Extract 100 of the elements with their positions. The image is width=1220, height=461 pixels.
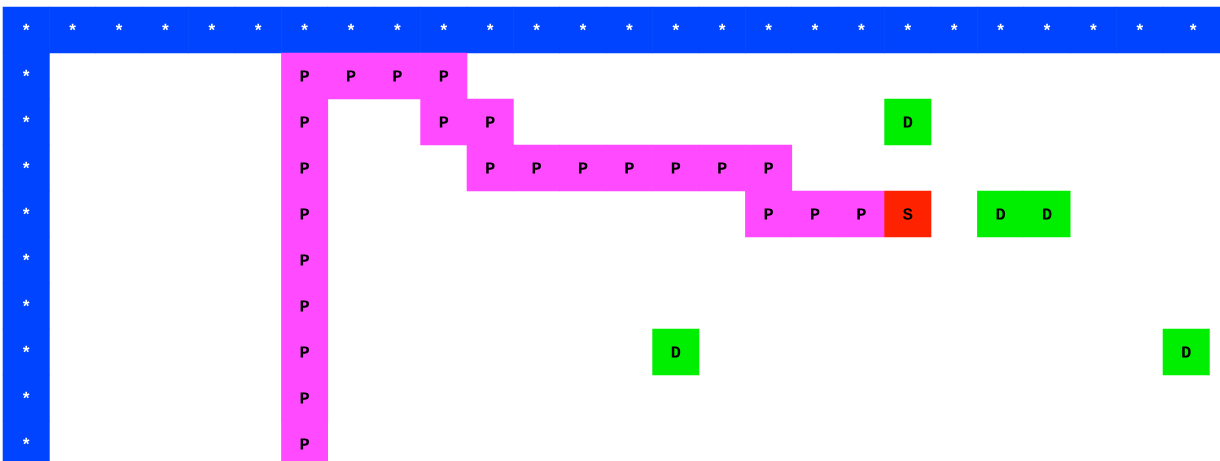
node-label: * <box>1189 23 1197 31</box>
grid-cell: * <box>977 6 1025 54</box>
grid-cell: * <box>49 6 97 54</box>
grid-cell: D <box>652 328 700 376</box>
grid-cell: * <box>837 6 885 54</box>
grid-cell: P <box>281 328 329 376</box>
grid-cell: P <box>745 144 793 192</box>
node-label: * <box>162 23 169 31</box>
grid-cell: D <box>1023 190 1071 238</box>
node-label: * <box>22 345 30 353</box>
node-label: P <box>671 162 681 174</box>
grid-cell: * <box>141 6 189 54</box>
node-label: * <box>208 23 216 31</box>
grid-cell: * <box>698 6 746 54</box>
node-label: P <box>625 162 634 174</box>
node-label: P <box>300 254 309 266</box>
node-label: * <box>765 23 772 31</box>
node-label: * <box>904 23 912 31</box>
node-label: * <box>115 23 123 31</box>
grid-cell: P <box>281 144 329 192</box>
node-label: * <box>858 23 865 31</box>
grid-cell: P <box>420 98 468 146</box>
node-label: * <box>254 23 262 31</box>
grid-cell: * <box>1162 6 1220 54</box>
grid-cell: * <box>420 6 468 54</box>
grid-cell: * <box>2 52 50 100</box>
node-label: P <box>486 162 495 174</box>
grid-cell: * <box>2 6 50 54</box>
node-label: P <box>579 162 588 174</box>
node-label: D <box>996 208 1006 220</box>
node-label: * <box>22 299 30 307</box>
node-label: D <box>1043 208 1052 220</box>
grid-cell: S <box>884 190 932 238</box>
node-label: P <box>439 116 449 128</box>
node-label: P <box>300 208 309 220</box>
grid-cell: P <box>652 144 700 192</box>
node-label: P <box>300 392 309 404</box>
node-label: P <box>300 346 309 358</box>
grid-cell: * <box>605 6 653 54</box>
grid-cell: * <box>513 6 561 54</box>
grid-cell: * <box>2 98 50 146</box>
grid-cell: * <box>2 282 50 330</box>
node-label: P <box>300 438 309 450</box>
node-label: * <box>22 161 30 169</box>
node-label: * <box>579 23 587 31</box>
node-label: * <box>22 437 30 445</box>
node-label: P <box>300 162 309 174</box>
grid-cell: * <box>2 236 50 284</box>
grid-cell: P <box>698 144 746 192</box>
node-label: P <box>486 116 495 128</box>
grid-cell: * <box>1116 6 1164 54</box>
node-label: P <box>811 208 820 220</box>
node-label: * <box>718 23 726 31</box>
node-label: * <box>22 115 30 123</box>
node-label: * <box>811 23 819 31</box>
grid-cell: * <box>652 6 700 54</box>
node-label: * <box>394 23 401 31</box>
node-label: * <box>672 23 680 31</box>
grid-cell: * <box>2 374 50 422</box>
node-label: * <box>69 23 76 31</box>
grid-cell: * <box>884 6 932 54</box>
node-label: * <box>440 23 448 31</box>
grid-cell: * <box>2 420 50 461</box>
grid-cell: D <box>1162 328 1210 376</box>
node-label: * <box>1043 23 1051 31</box>
grid-cell: * <box>559 6 607 54</box>
grid-cell: P <box>745 190 793 238</box>
grid-cell: * <box>95 6 143 54</box>
grid-cell: * <box>234 6 282 54</box>
grid-cell: * <box>466 6 514 54</box>
grid-cell: P <box>513 144 561 192</box>
grid-cell: * <box>373 6 421 54</box>
node-label: * <box>1136 23 1144 31</box>
node-label: * <box>22 207 30 215</box>
node-label: * <box>347 23 355 31</box>
grid-cell: * <box>1069 6 1117 54</box>
node-label: * <box>950 23 958 31</box>
grid-cell: D <box>884 98 932 146</box>
grid-cell: * <box>2 328 50 376</box>
grid-cell: P <box>559 144 607 192</box>
grid-cell: P <box>791 190 839 238</box>
grid-cell: P <box>281 420 329 461</box>
node-label: P <box>764 162 773 174</box>
grid-cell: * <box>745 6 793 54</box>
node-label: P <box>439 70 449 82</box>
grid-cell: P <box>281 52 329 100</box>
node-label: * <box>626 23 633 31</box>
grid-cell: D <box>977 190 1025 238</box>
grid-cell: P <box>420 52 468 100</box>
grid-cell: * <box>791 6 839 54</box>
node-label: P <box>300 116 309 128</box>
grid-cell: * <box>2 144 50 192</box>
node-label: P <box>857 208 866 220</box>
grid-cell: * <box>2 190 50 238</box>
grid-cell: P <box>373 52 421 100</box>
node-label: * <box>301 23 308 31</box>
node-label: * <box>22 69 30 77</box>
node-label: * <box>1090 23 1097 31</box>
grid-cell: * <box>327 6 375 54</box>
grid-cell: * <box>188 6 236 54</box>
